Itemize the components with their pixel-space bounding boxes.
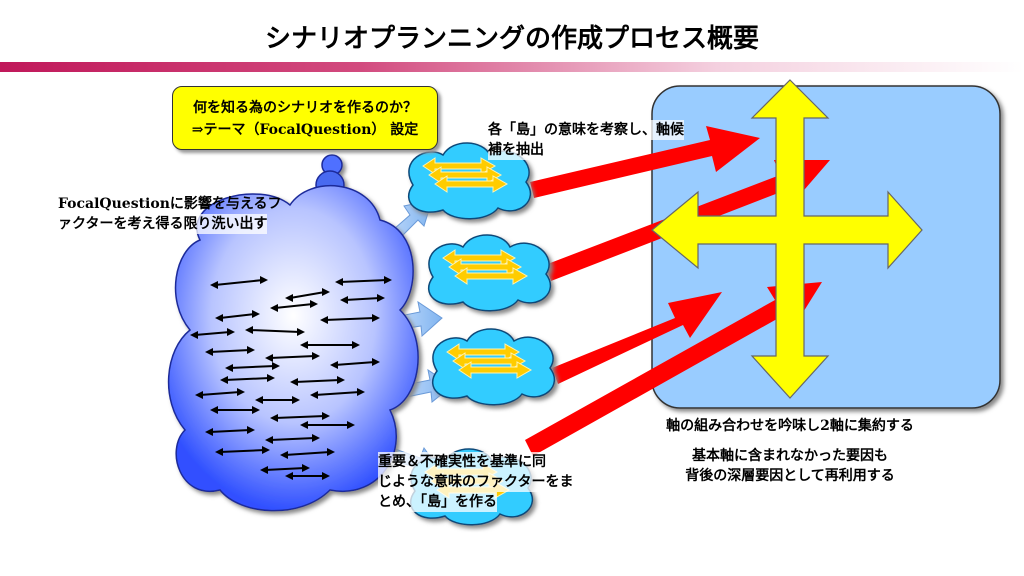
- double-arrow-icon: [225, 362, 280, 372]
- double-arrow-icon: [210, 276, 268, 289]
- double-arrow-icon: [265, 352, 320, 362]
- double-arrow-icon: [210, 406, 260, 414]
- axis-candidates-label: 各「島」の意味を考察し、軸候 補を抽出: [488, 120, 684, 160]
- double-arrow-icon: [285, 472, 330, 480]
- reuse-label-line2: 背後の深層要因として再利用する: [685, 468, 895, 484]
- double-arrow-icon: [220, 374, 275, 384]
- double-arrow-icon: [290, 376, 345, 386]
- double-arrow-icon: [330, 358, 380, 369]
- title-accent-bar: [0, 62, 1024, 72]
- page-title: シナリオプランニングの作成プロセス概要: [264, 24, 759, 54]
- reuse-label: 基本軸に含まれなかった要因も 背後の深層要因として再利用する: [640, 446, 940, 486]
- island-cloud: [407, 142, 532, 220]
- island-cloud: [431, 328, 556, 406]
- double-arrow-icon: [270, 300, 318, 312]
- double-arrow-icon: [300, 341, 360, 349]
- double-arrow-icon: [335, 276, 392, 286]
- double-arrow-icon: [205, 426, 255, 436]
- aggregate-label: 軸の組み合わせを吟味し2軸に集約する: [666, 418, 914, 434]
- axis-candidates-line2: 補を抽出: [488, 140, 544, 160]
- islands-label-line1: 重要＆不確実性を基準に同: [378, 452, 546, 472]
- two-axis-cross: [651, 79, 923, 399]
- factors-label: FocalQuestionに影響を与えるフ ァクターを考え得る限り洗い出す: [58, 194, 281, 234]
- double-arrow-icon: [190, 328, 235, 339]
- double-arrow-icon: [300, 421, 355, 429]
- island-cloud: [427, 234, 552, 312]
- double-arrow-icon: [265, 434, 320, 444]
- factors-label-line1: FocalQuestionに影響を与えるフ: [58, 196, 282, 212]
- factor-arrows: [190, 276, 392, 480]
- theme-line1: 何を知る為のシナリオを作るのか？: [193, 100, 417, 116]
- islands-label-line2: じような意味のファクターをま: [378, 472, 574, 492]
- double-arrow-icon: [260, 464, 310, 474]
- islands-label: 重要＆不確実性を基準に同 じような意味のファクターをま とめ、「島」を作る: [378, 452, 574, 512]
- theme-line2: ⇒テーマ（FocalQuestion） 設定: [191, 122, 419, 138]
- reuse-label-line1: 基本軸に含まれなかった要因も: [692, 448, 888, 464]
- double-arrow-icon: [205, 346, 255, 356]
- double-arrow-icon: [458, 361, 533, 379]
- double-arrow-icon: [454, 267, 529, 285]
- islands-label-line3: とめ、「島」を作る: [378, 492, 497, 512]
- theme-box: 何を知る為のシナリオを作るのか？ ⇒テーマ（FocalQuestion） 設定: [172, 86, 438, 150]
- double-arrow-icon: [255, 396, 300, 404]
- double-arrow-icon: [310, 388, 365, 399]
- double-arrow-icon: [195, 388, 245, 399]
- double-arrow-icon: [245, 326, 305, 336]
- double-arrow-icon: [340, 294, 385, 304]
- double-arrow-icon: [434, 175, 509, 193]
- double-arrow-icon: [280, 448, 335, 459]
- double-arrow-icon: [215, 310, 260, 322]
- double-arrow-icon: [270, 412, 330, 422]
- double-arrow-icon: [285, 288, 330, 302]
- double-arrow-icon: [320, 314, 380, 324]
- factors-label-line2: ァクターを考え得る限り洗い出す: [58, 214, 268, 234]
- axis-candidates-line1: 各「島」の意味を考察し、軸候: [488, 120, 684, 140]
- double-arrow-icon: [215, 446, 270, 456]
